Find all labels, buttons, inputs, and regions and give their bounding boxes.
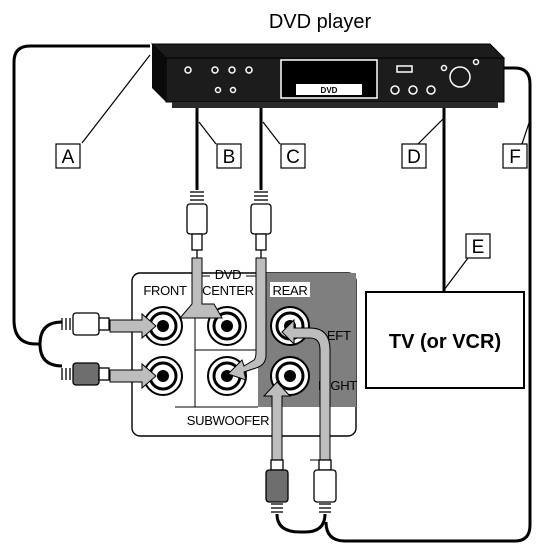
plug-a-right — [61, 362, 110, 386]
tv-box: TV (or VCR) — [365, 291, 525, 389]
cable-a-split — [38, 320, 63, 368]
jack-front-right — [143, 356, 183, 396]
label-rear: REAR — [273, 283, 308, 298]
label-c: C — [280, 143, 306, 169]
plug-b — [186, 191, 208, 258]
label-dvd: DVD — [215, 267, 242, 282]
label-a: A — [55, 143, 81, 169]
cable-a — [12, 44, 150, 346]
cable-f-split — [275, 513, 327, 534]
player-display-text: DVD — [321, 86, 338, 95]
label-front: FRONT — [143, 283, 187, 298]
label-f: F — [502, 143, 528, 169]
plug-f-right — [313, 459, 337, 513]
svg-text:F: F — [509, 147, 521, 168]
cable-f — [324, 66, 532, 543]
svg-text:A: A — [62, 147, 75, 168]
svg-text:C: C — [286, 147, 300, 168]
svg-text:E: E — [472, 237, 485, 258]
signal-arrows — [109, 257, 331, 461]
player-buttons-right — [390, 58, 480, 95]
player-top — [150, 43, 506, 59]
plug-c — [250, 191, 272, 258]
plug-f-left — [265, 459, 289, 513]
player-base — [172, 102, 498, 108]
label-e: E — [465, 233, 491, 259]
label-b: B — [216, 143, 242, 169]
plug-a-left — [61, 312, 110, 336]
dvd-player: DVD — [150, 43, 506, 108]
svg-text:B: B — [223, 147, 236, 168]
player-side — [152, 44, 166, 102]
rear-label-bg — [270, 282, 310, 297]
diagram-title: DVD player — [269, 11, 372, 33]
player-display-label-bg — [296, 84, 362, 95]
svg-text:D: D — [407, 147, 421, 168]
tv-label: TV (or VCR) — [389, 331, 501, 353]
label-center: CENTER — [202, 283, 254, 298]
label-subwoofer: SUBWOOFER — [187, 413, 270, 428]
label-d: D — [401, 143, 427, 169]
player-buttons-left — [184, 66, 253, 94]
label-leaders — [81, 54, 531, 291]
